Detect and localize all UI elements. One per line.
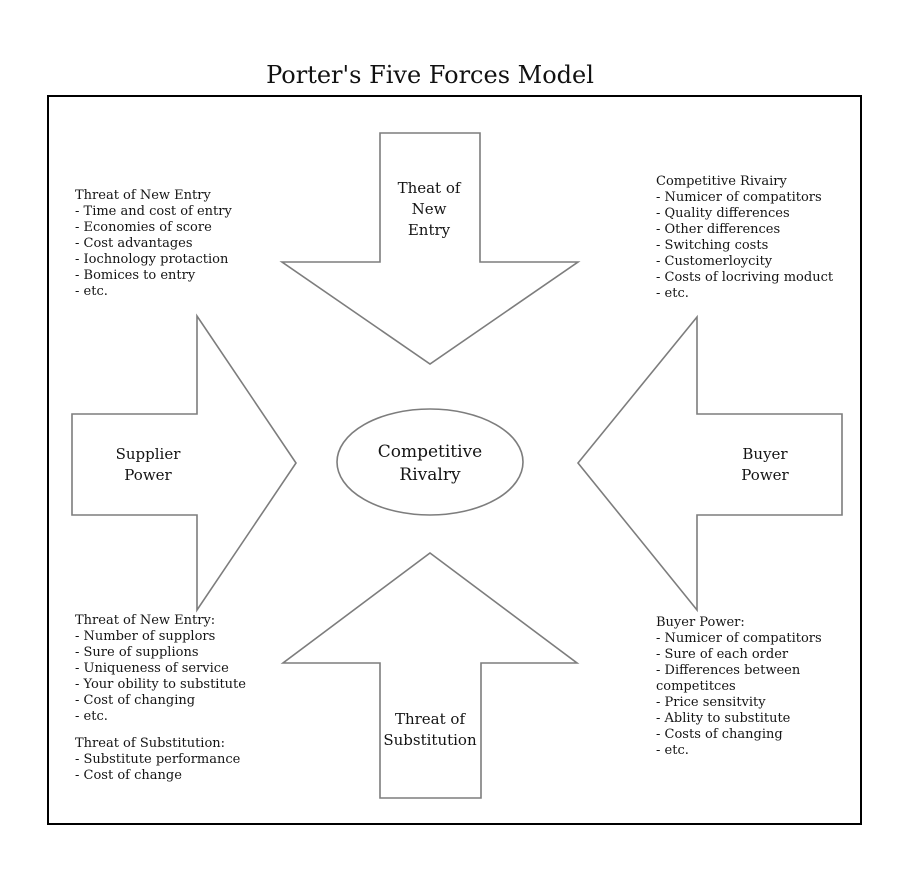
note-line: - Economies of score xyxy=(75,220,212,235)
note-line: - Differences between xyxy=(656,663,801,678)
note-competitive-rivalry: Competitive Rivairy - Numicer of compati… xyxy=(656,174,833,302)
top-arrow-label-line: Theat of xyxy=(397,179,461,197)
note-line: - Customerloycity xyxy=(656,254,773,269)
note-line: competitces xyxy=(656,679,736,694)
note-heading: Buyer Power: xyxy=(656,615,745,630)
note-line: - Number of supplors xyxy=(75,629,216,644)
page-title: Porter's Five Forces Model xyxy=(266,61,594,89)
left-arrow-label: Supplier Power xyxy=(73,444,223,486)
note-line: - Substitute performance xyxy=(75,752,241,767)
note-line: - Sure of supplions xyxy=(75,645,199,660)
note-line: - Price sensitvity xyxy=(656,695,766,710)
note-heading: Threat of New Entry xyxy=(75,188,211,203)
note-line: - Costs of locriving moduct xyxy=(656,270,834,285)
note-line: - etc. xyxy=(75,284,108,299)
note-line: - Ablity to substitute xyxy=(656,711,791,726)
note-line: - etc. xyxy=(656,286,689,301)
right-arrow-label: Buyer Power xyxy=(690,444,840,486)
note-list: - Substitute performance- Cost of change xyxy=(75,752,240,784)
top-arrow-label-line: New xyxy=(411,200,447,218)
bottom-arrow-label-line: Substitution xyxy=(383,731,477,749)
note-line: - Cost of change xyxy=(75,768,182,783)
bottom-arrow-label: Threat of Substitution xyxy=(330,709,530,751)
note-line: - Costs of changing xyxy=(656,727,783,742)
note-threat-of-new-entry-top: Threat of New Entry - Time and cost of e… xyxy=(75,188,232,300)
note-heading: Threat of New Entry: xyxy=(75,613,216,628)
right-arrow-label-line: Power xyxy=(741,466,789,484)
right-arrow-label-line: Buyer xyxy=(742,445,788,463)
left-arrow-label-line: Supplier xyxy=(115,445,181,463)
note-line: - etc. xyxy=(75,709,108,724)
note-list: - Number of supplors- Sure of supplions-… xyxy=(75,629,246,725)
note-line: - Time and cost of entry xyxy=(75,204,232,219)
note-heading: Threat of Substitution: xyxy=(75,736,226,751)
note-line: - Other differences xyxy=(656,222,781,237)
center-ellipse-shape xyxy=(336,408,524,516)
top-arrow-shape xyxy=(279,132,581,365)
note-line: - Cost of changing xyxy=(75,693,196,708)
right-arrow-shape xyxy=(576,314,843,613)
note-line: - Your obility to substitute xyxy=(75,677,246,692)
note-list: - Numicer of compatitors- Sure of each o… xyxy=(656,631,822,759)
bottom-arrow-shape xyxy=(280,552,580,799)
note-line: - etc. xyxy=(656,743,689,758)
top-arrow-label-line: Entry xyxy=(407,221,451,239)
diagram-border-box xyxy=(47,95,862,825)
note-threat-of-new-entry-bottom: Threat of New Entry: - Number of supplor… xyxy=(75,613,246,725)
note-line: - Sure of each order xyxy=(656,647,789,662)
left-arrow-label-line: Power xyxy=(124,466,172,484)
note-line: - Switching costs xyxy=(656,238,769,253)
note-list: - Time and cost of entry- Economies of s… xyxy=(75,204,232,300)
center-ellipse-label: Competitive Rivalry xyxy=(330,441,530,487)
left-arrow-shape xyxy=(71,313,297,613)
note-line: - Iochnology protaction xyxy=(75,252,229,267)
note-buyer-power: Buyer Power: - Numicer of compatitors- S… xyxy=(656,615,822,759)
note-line: - Numicer of compatitors xyxy=(656,190,822,205)
note-threat-of-substitution: Threat of Substitution: - Substitute per… xyxy=(75,736,240,784)
bottom-arrow-label-line: Threat of xyxy=(394,710,466,728)
note-list: - Numicer of compatitors- Quality differ… xyxy=(656,190,833,302)
note-line: - Numicer of compatitors xyxy=(656,631,822,646)
top-arrow-label: Theat of New Entry xyxy=(329,178,529,241)
note-heading: Competitive Rivairy xyxy=(656,174,787,189)
note-line: - Quality differences xyxy=(656,206,790,221)
note-line: - Uniqueness of service xyxy=(75,661,229,676)
note-line: - Cost advantages xyxy=(75,236,193,251)
note-line: - Bomices to entry xyxy=(75,268,196,283)
center-ellipse-label-line: Rivalry xyxy=(399,465,461,485)
center-ellipse-label-line: Competitive xyxy=(377,442,483,462)
